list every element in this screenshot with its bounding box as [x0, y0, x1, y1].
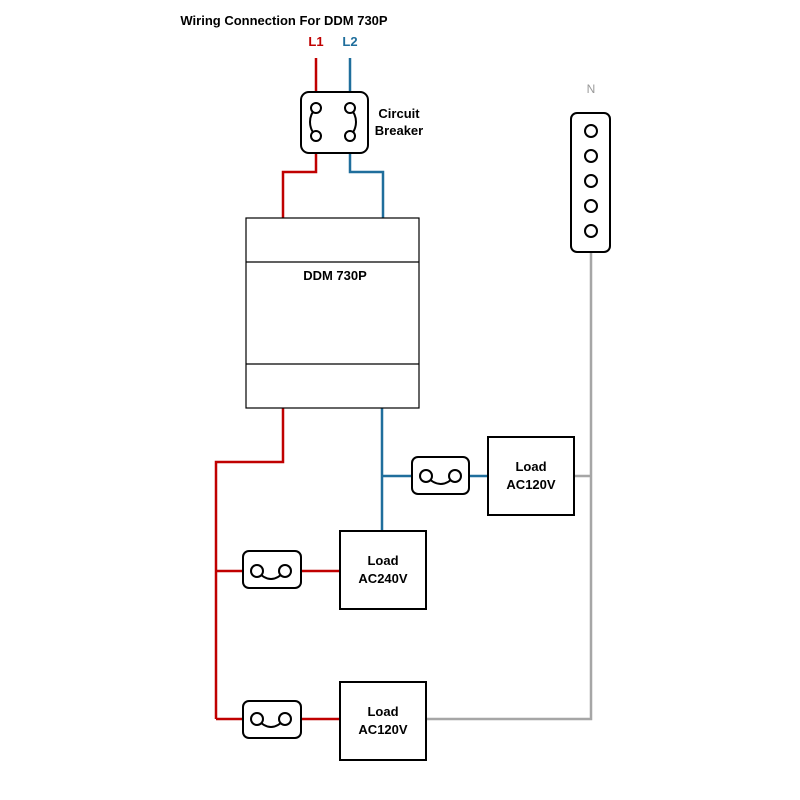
load-label: Load: [515, 459, 546, 474]
load-label: Load: [367, 704, 398, 719]
meter-ddm730p: [245, 217, 420, 409]
load-voltage: AC240V: [358, 571, 407, 586]
neutral-wire: [426, 252, 593, 721]
neutral-bus-bar: [570, 112, 611, 253]
load-box: Load AC240V: [339, 530, 427, 610]
breaker-label-line1: Circuit: [378, 106, 420, 121]
l1-load-wire: [214, 408, 340, 721]
fuse-icon: [411, 456, 470, 495]
load-voltage: AC120V: [358, 722, 407, 737]
meter-label: DDM 730P: [303, 268, 367, 283]
load-box: Load AC120V: [487, 436, 575, 516]
fuse-icon: [242, 700, 302, 739]
l1-label: L1: [308, 34, 323, 49]
l2-label: L2: [342, 34, 357, 49]
diagram-title: Wiring Connection For DDM 730P: [180, 13, 387, 28]
breaker-label-line2: Breaker: [375, 123, 423, 138]
fuse-icon: [242, 550, 302, 589]
neutral-label: N: [587, 82, 596, 96]
circuit-breaker: [300, 91, 369, 154]
load-voltage: AC120V: [506, 477, 555, 492]
load-label: Load: [367, 553, 398, 568]
load-box: Load AC120V: [339, 681, 427, 761]
